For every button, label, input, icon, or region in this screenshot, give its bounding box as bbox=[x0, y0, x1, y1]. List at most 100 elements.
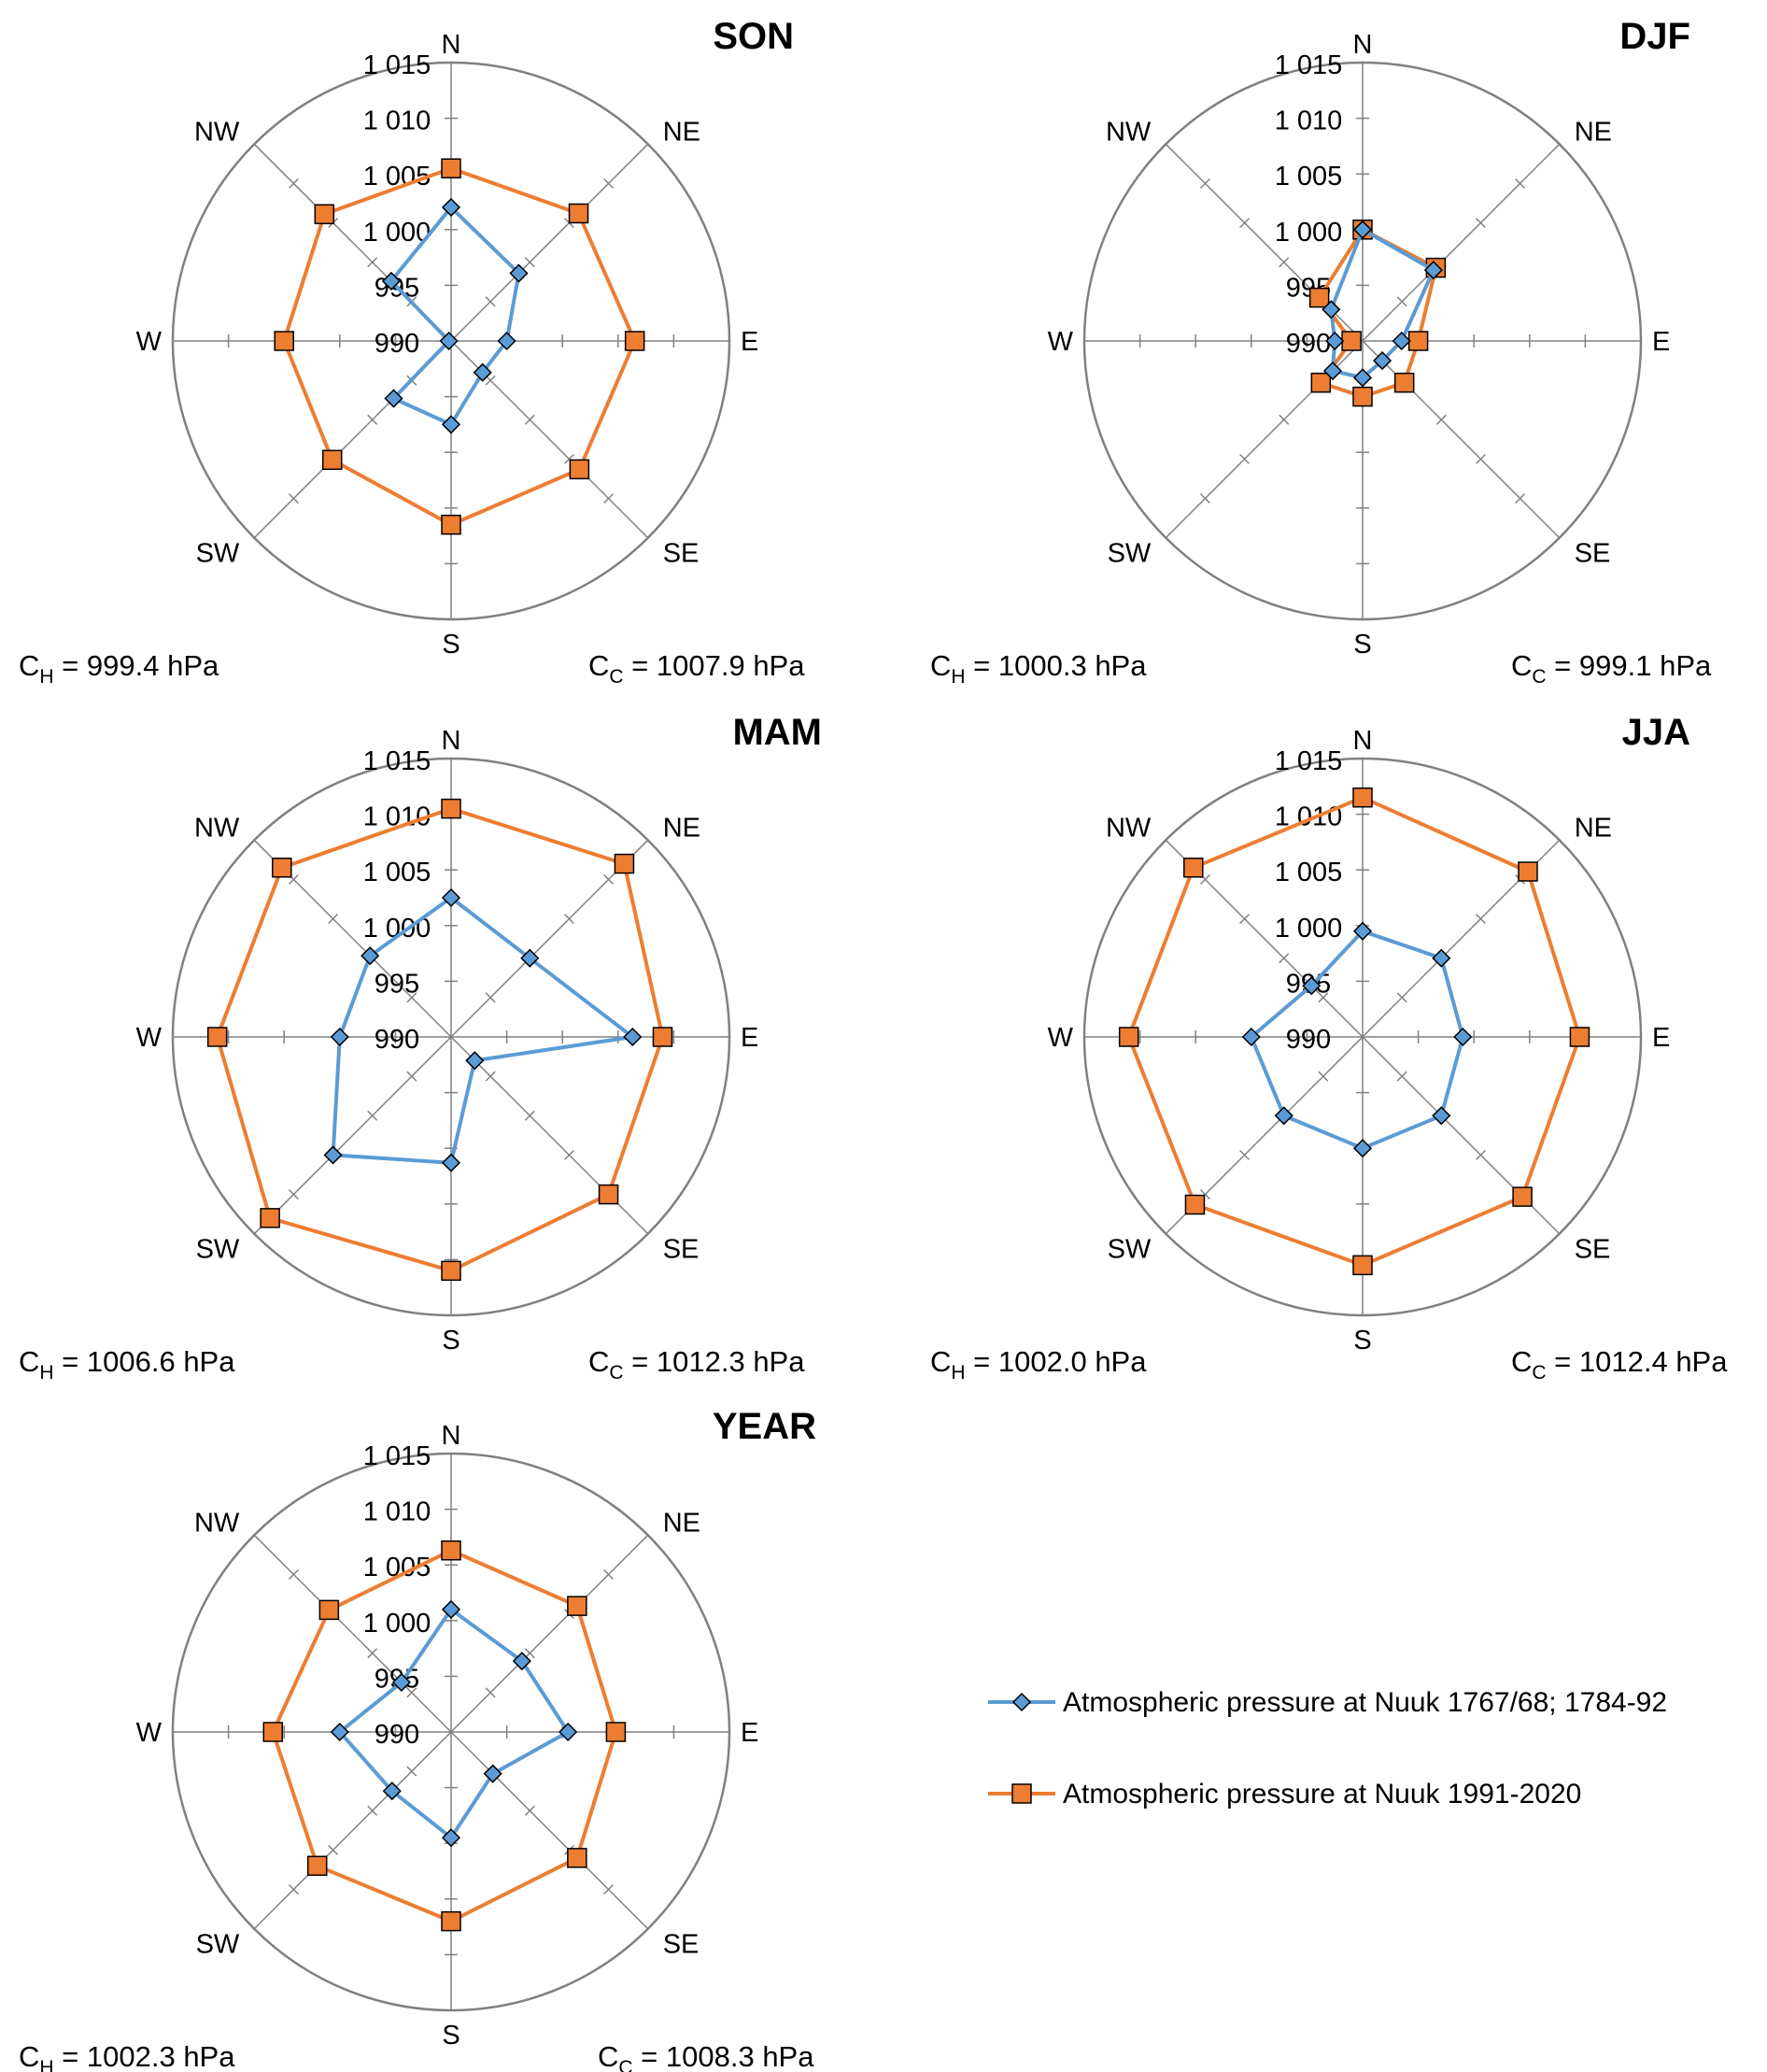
data-point-diamond bbox=[381, 271, 402, 291]
direction-label-s: S bbox=[1353, 1326, 1371, 1355]
stat-cc-label: CC = 1012.3 hPa bbox=[588, 1345, 805, 1384]
radial-tick-label: 990 bbox=[1286, 1025, 1331, 1055]
data-point-square bbox=[569, 459, 590, 480]
direction-label-se: SE bbox=[663, 1235, 700, 1265]
tick-mark bbox=[367, 257, 378, 268]
data-point-square bbox=[568, 203, 589, 224]
radial-tick-label: 1 000 bbox=[1275, 218, 1343, 248]
spoke-ne bbox=[1362, 143, 1561, 342]
tick-mark bbox=[1554, 532, 1565, 544]
direction-label-s: S bbox=[442, 1326, 459, 1355]
data-point-diamond bbox=[1432, 1106, 1451, 1126]
data-point-diamond bbox=[497, 331, 516, 351]
data-point-diamond bbox=[1392, 331, 1411, 351]
data-point-diamond bbox=[1423, 261, 1443, 280]
data-point-square bbox=[567, 1848, 587, 1868]
radial-tick-label: 1 015 bbox=[363, 1441, 431, 1471]
season-title: SON bbox=[713, 16, 794, 57]
data-point-diamond bbox=[441, 887, 461, 908]
tick-mark bbox=[603, 177, 615, 189]
radial-tick-label: 1 010 bbox=[363, 106, 431, 136]
data-point-diamond bbox=[558, 1722, 578, 1742]
tick-mark bbox=[643, 1923, 654, 1935]
data-point-diamond bbox=[1274, 1106, 1293, 1126]
direction-label-se: SE bbox=[1575, 1235, 1611, 1265]
radial-tick-label: 990 bbox=[1286, 329, 1331, 359]
radial-tick-label: 1 010 bbox=[1275, 802, 1343, 832]
data-point-diamond bbox=[441, 197, 461, 218]
data-point-square bbox=[441, 514, 461, 535]
direction-label-s: S bbox=[1353, 630, 1371, 660]
season-title: MAM bbox=[732, 712, 822, 753]
tick-mark bbox=[485, 992, 496, 1003]
tick-mark bbox=[643, 1228, 654, 1240]
tick-mark bbox=[485, 1071, 496, 1082]
tick-mark bbox=[367, 1110, 378, 1121]
direction-label-nw: NW bbox=[1106, 813, 1152, 843]
tick-mark bbox=[288, 177, 299, 189]
tick-mark bbox=[603, 1568, 615, 1580]
direction-label-e: E bbox=[1652, 1023, 1670, 1053]
data-point-square bbox=[321, 449, 343, 471]
tick-mark bbox=[643, 1529, 654, 1540]
direction-label-se: SE bbox=[1575, 539, 1611, 569]
stat-cc-label: CC = 1012.4 hPa bbox=[1511, 1345, 1728, 1384]
tick-mark bbox=[1239, 914, 1251, 925]
data-point-diamond bbox=[1352, 1139, 1373, 1158]
tick-mark bbox=[603, 493, 615, 504]
data-point-square bbox=[1407, 331, 1429, 351]
direction-label-w: W bbox=[1048, 1023, 1074, 1053]
data-point-square bbox=[1352, 787, 1373, 808]
stat-cc-label: CC = 1008.3 hPa bbox=[598, 2040, 814, 2072]
tick-mark bbox=[248, 1923, 260, 1935]
direction-label-e: E bbox=[741, 327, 758, 357]
direction-label-ne: NE bbox=[1575, 117, 1612, 147]
legend-item-1: Atmospheric pressure at Nuuk 1767/68; 17… bbox=[988, 1687, 1667, 1718]
data-point-diamond bbox=[441, 1828, 461, 1848]
radial-tick-label: 1 000 bbox=[1275, 914, 1343, 944]
tick-mark bbox=[288, 1568, 299, 1580]
stat-ch-label: CH = 1002.0 hPa bbox=[930, 1345, 1147, 1384]
direction-label-e: E bbox=[741, 1718, 758, 1748]
tick-mark bbox=[524, 1805, 535, 1816]
tick-mark bbox=[1199, 177, 1210, 189]
direction-label-n: N bbox=[1353, 726, 1373, 756]
radial-tick-label: 1 010 bbox=[1275, 106, 1343, 136]
data-point-diamond bbox=[1373, 351, 1392, 371]
stat-cc-label: CC = 999.1 hPa bbox=[1511, 649, 1712, 688]
direction-label-w: W bbox=[136, 1023, 163, 1053]
tick-mark bbox=[1554, 834, 1565, 845]
tick-mark bbox=[1239, 218, 1251, 229]
tick-mark bbox=[1160, 532, 1171, 544]
tick-mark bbox=[1515, 177, 1526, 189]
tick-mark bbox=[1475, 218, 1486, 229]
data-point-diamond bbox=[441, 1599, 461, 1619]
data-point-square bbox=[306, 1855, 328, 1877]
direction-label-nw: NW bbox=[194, 1508, 240, 1538]
tick-mark bbox=[248, 1228, 260, 1240]
tick-mark bbox=[643, 834, 654, 845]
data-point-square bbox=[652, 1027, 673, 1047]
direction-label-nw: NW bbox=[1106, 117, 1152, 147]
data-point-diamond bbox=[520, 948, 540, 968]
data-point-square bbox=[441, 1260, 461, 1282]
spoke-ne bbox=[450, 1534, 649, 1733]
tick-mark bbox=[248, 532, 260, 544]
tick-mark bbox=[643, 532, 654, 544]
data-point-diamond bbox=[1432, 948, 1451, 968]
tick-mark bbox=[406, 1071, 417, 1082]
direction-label-e: E bbox=[741, 1023, 758, 1053]
direction-label-n: N bbox=[442, 726, 461, 756]
tick-mark bbox=[1396, 296, 1407, 307]
direction-label-w: W bbox=[1048, 327, 1074, 357]
direction-label-sw: SW bbox=[196, 539, 240, 569]
data-point-diamond bbox=[483, 1764, 502, 1783]
legend-label: Atmospheric pressure at Nuuk 1991-2020 bbox=[1063, 1779, 1581, 1809]
data-point-square bbox=[1183, 858, 1204, 878]
direction-label-sw: SW bbox=[196, 1930, 240, 1960]
stat-ch-label: CH = 1006.6 hPa bbox=[19, 1345, 235, 1384]
data-point-diamond bbox=[1352, 921, 1373, 941]
